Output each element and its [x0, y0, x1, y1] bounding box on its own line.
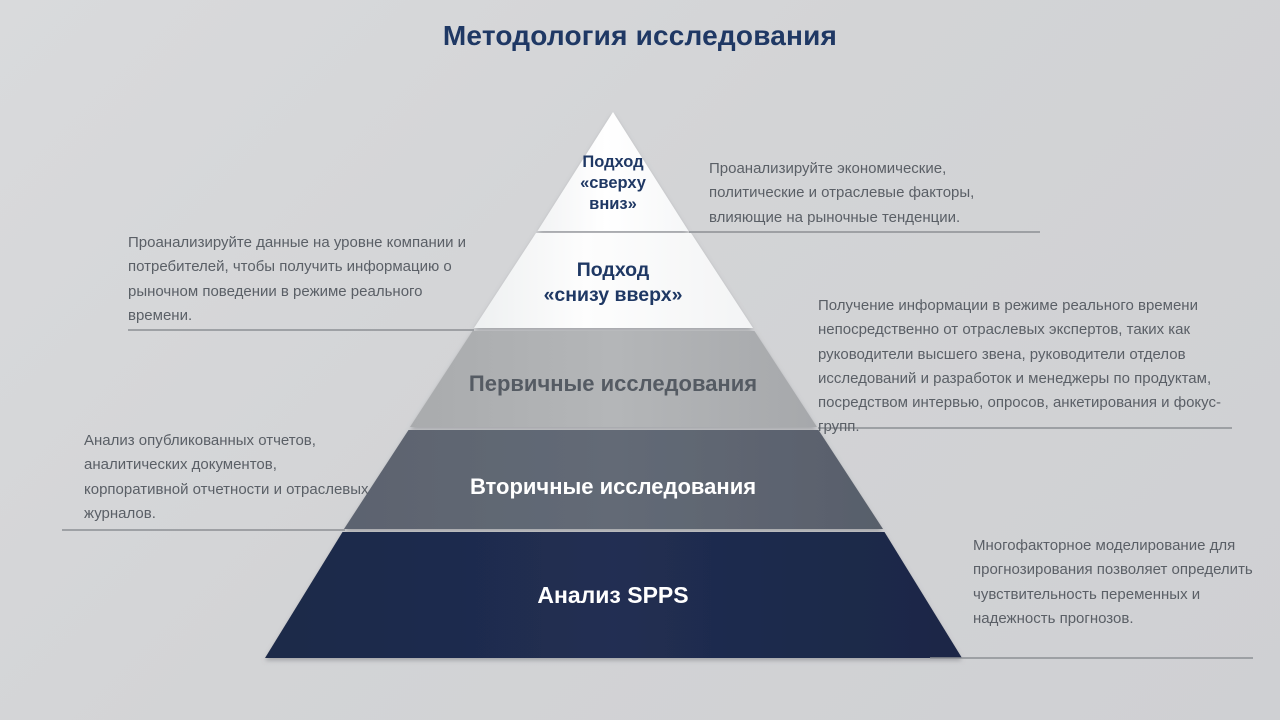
annotation-top-down: Проанализируйте экономические, политичес… [709, 160, 975, 226]
annotation-bottom-up: Проанализируйте данные на уровне компани… [128, 234, 467, 324]
pyramid-level-spps-analysis[interactable] [265, 532, 962, 658]
annotation-secondary-research: Анализ опубликованных отчетов, аналитиче… [84, 432, 369, 522]
pyramid-level-primary-research[interactable] [410, 331, 817, 427]
page-title: Методология исследования [442, 20, 838, 51]
annotation-spps-analysis: Многофакторное моделирование для прогноз… [973, 537, 1253, 627]
pyramid-level-secondary-research[interactable] [344, 430, 883, 529]
pyramid-level-top-down[interactable] [537, 112, 689, 231]
pyramid-level-bottom-up[interactable] [474, 233, 753, 328]
annotation-primary-research: Получение информации в режиме реального … [818, 297, 1221, 436]
